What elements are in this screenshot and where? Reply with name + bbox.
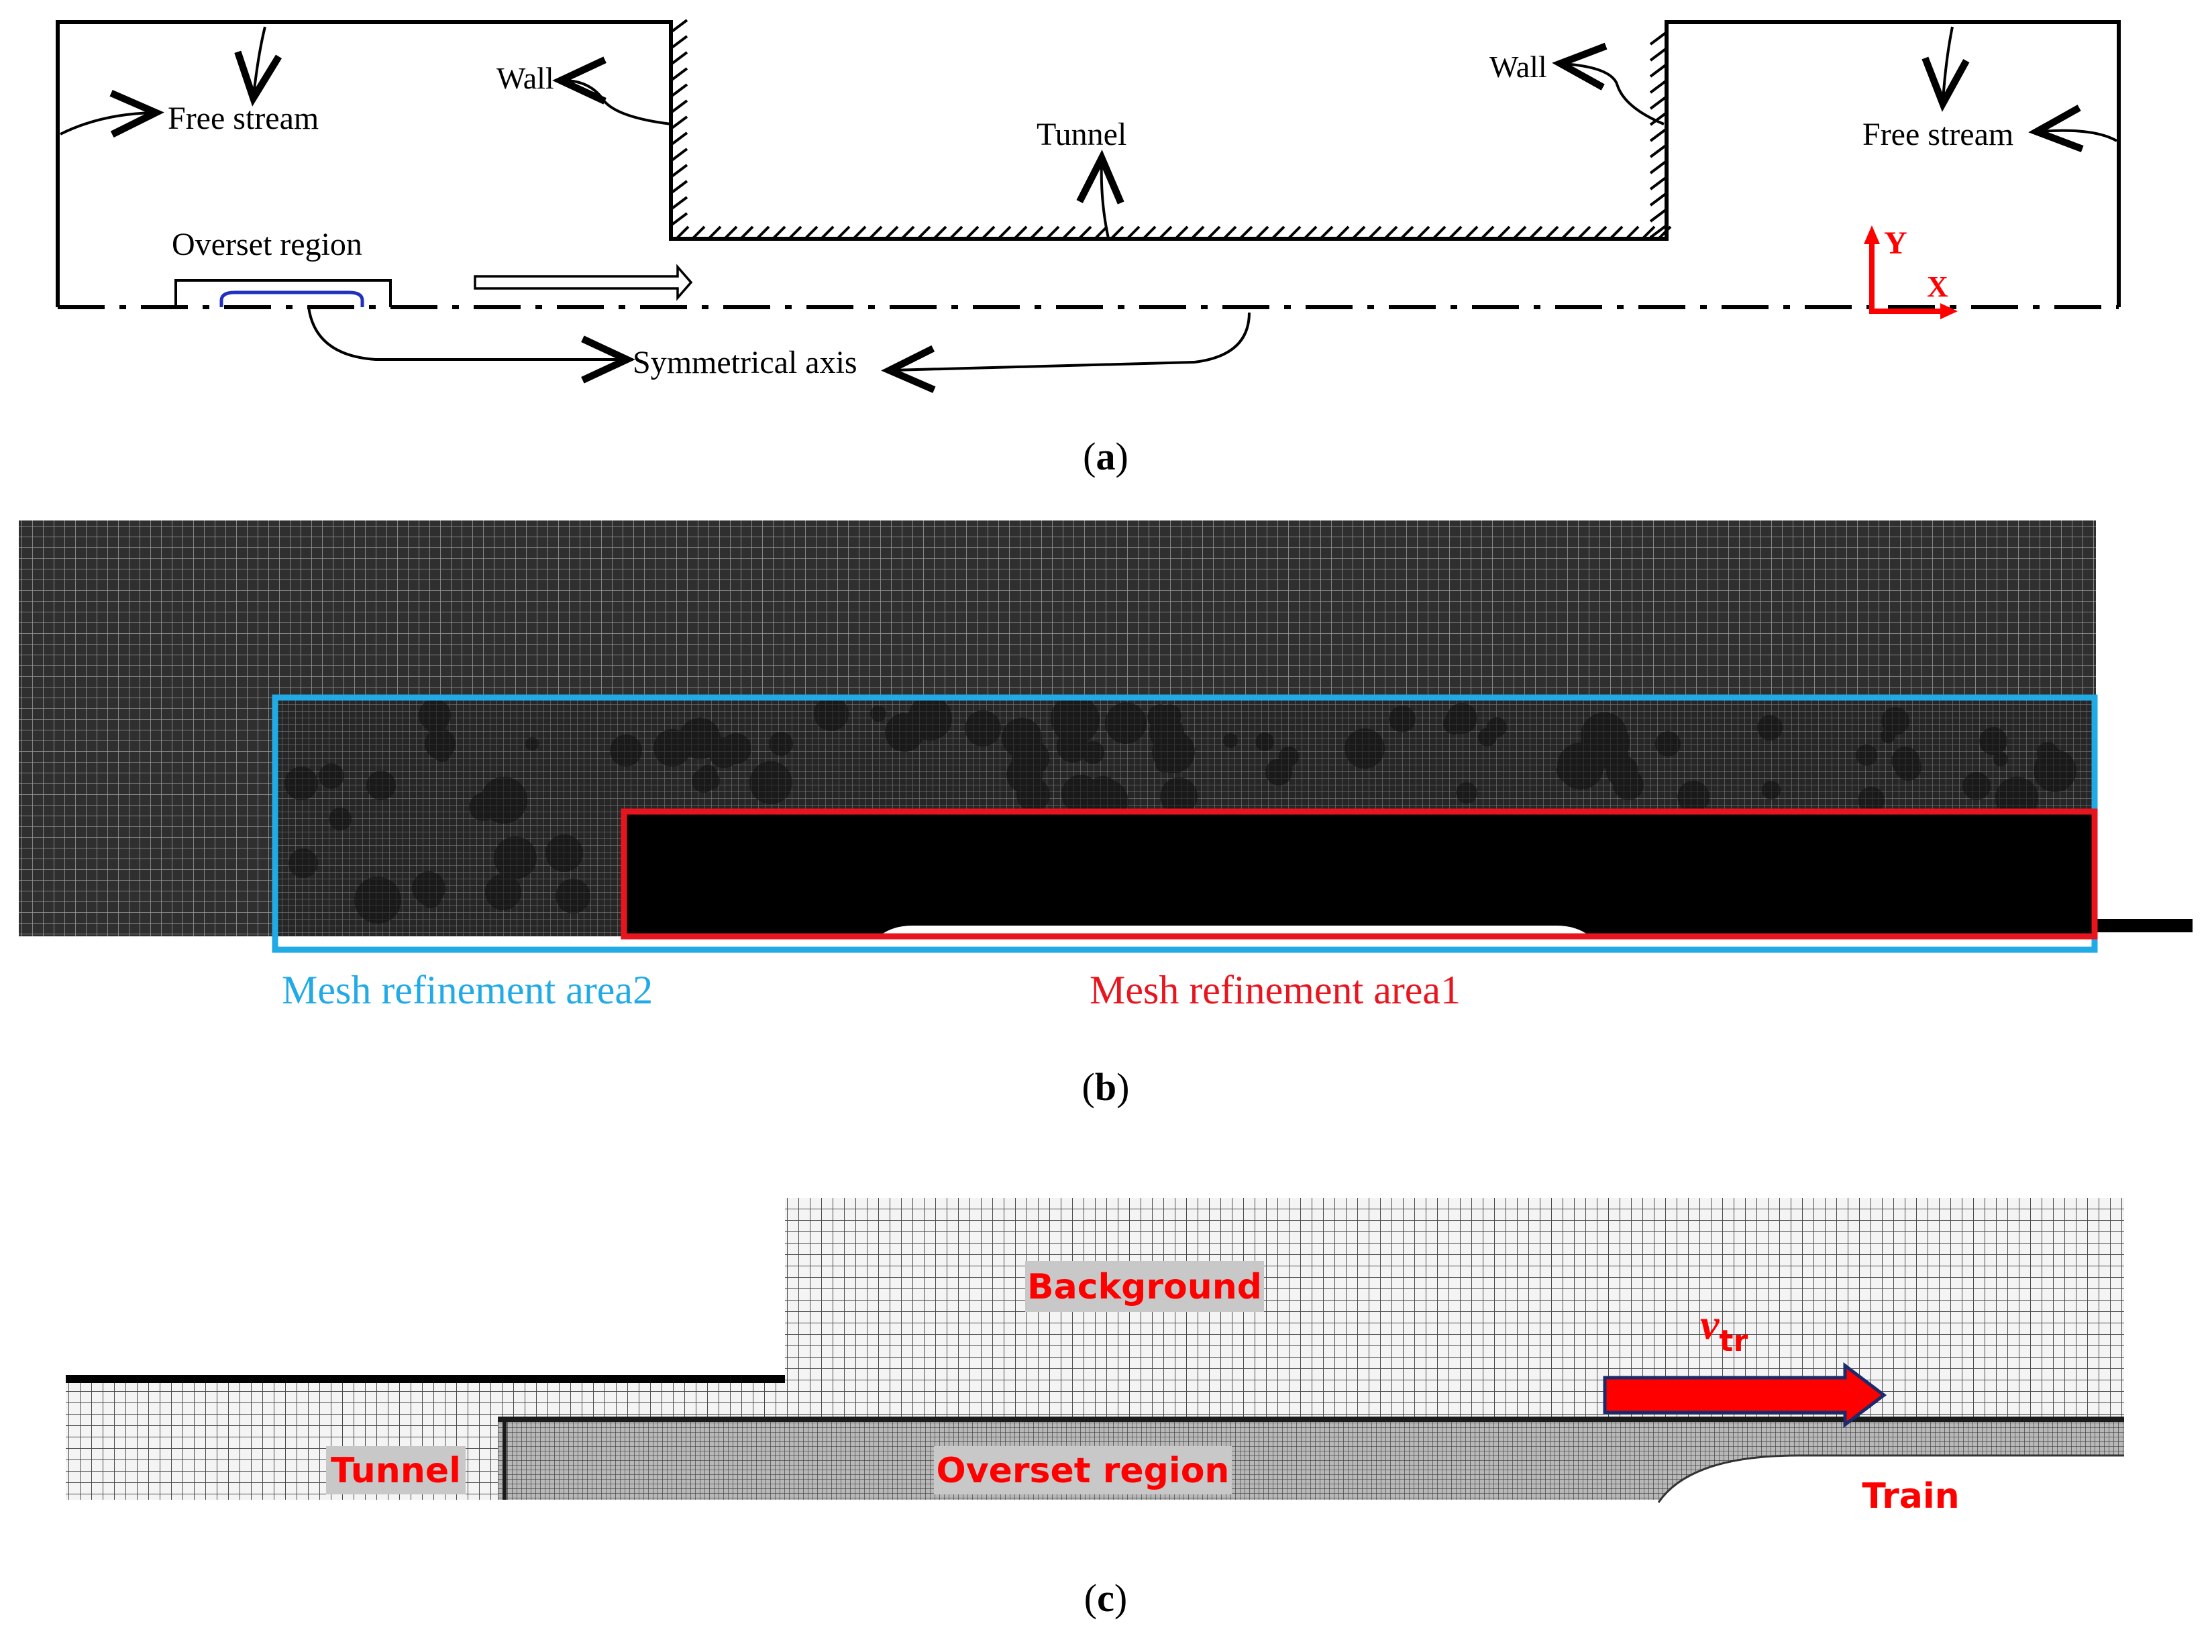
tunnel-roof-line bbox=[66, 1375, 785, 1383]
mesh-refinement-area2-label: Mesh refinement area2 bbox=[282, 968, 653, 1012]
axis-y-label: Y bbox=[1884, 225, 1907, 261]
tunnel-label: Tunnel bbox=[1037, 117, 1126, 152]
overset-region-label: Overset region bbox=[172, 227, 362, 262]
velocity-arrow bbox=[1603, 1362, 1887, 1429]
tunnel-extension-bar bbox=[2095, 919, 2193, 932]
panel-c-caption: (c) bbox=[1084, 1576, 1127, 1620]
background-label-box bbox=[1025, 1261, 1264, 1312]
wall-right-label: Wall bbox=[1489, 50, 1547, 84]
motion-arrow bbox=[474, 264, 693, 301]
panel-a: Free stream Wall Tunnel Wall Free stream… bbox=[56, 19, 2121, 478]
panel-b-caption: (b) bbox=[1082, 1065, 1130, 1109]
mesh-dense-clusters bbox=[284, 695, 2076, 924]
overset-region-label-box-c bbox=[934, 1446, 1232, 1494]
wall-left-label: Wall bbox=[496, 61, 554, 95]
axis-x-label: X bbox=[1927, 270, 1948, 303]
panel-a-wall-hatching bbox=[670, 19, 1672, 240]
panel-a-annotation-arrows bbox=[60, 26, 2117, 393]
free-stream-left-label: Free stream bbox=[168, 101, 319, 136]
mesh-refinement-area1-frame bbox=[621, 808, 2098, 940]
velocity-label: vtr bbox=[1700, 1301, 1748, 1358]
tunnel-label-c: Tunnel bbox=[331, 1451, 461, 1491]
panel-a-domain-outline bbox=[56, 20, 2121, 307]
overset-region-label-c: Overset region bbox=[937, 1451, 1230, 1491]
train-nose bbox=[1658, 1455, 2124, 1502]
panel-b: Mesh refinement area2 Mesh refinement ar… bbox=[19, 520, 2193, 1109]
free-stream-right-label: Free stream bbox=[1862, 117, 2013, 152]
tunnel-label-box-c bbox=[326, 1446, 466, 1494]
background-label: Background bbox=[1027, 1267, 1262, 1307]
mesh-area1-fill bbox=[624, 812, 2095, 936]
symmetrical-axis-label: Symmetrical axis bbox=[633, 345, 857, 380]
train-outline bbox=[219, 290, 364, 307]
train-nose-outline bbox=[1657, 1454, 2124, 1503]
panel-a-caption: (a) bbox=[1083, 435, 1128, 478]
train-label: Train bbox=[1862, 1476, 1959, 1517]
panel-c: Background Tunnel Overset region Train v… bbox=[66, 1198, 2124, 1620]
overset-region-box bbox=[174, 279, 392, 307]
coordinate-axes bbox=[1864, 225, 1958, 319]
mesh-refinement-area1-label: Mesh refinement area1 bbox=[1090, 968, 1461, 1012]
